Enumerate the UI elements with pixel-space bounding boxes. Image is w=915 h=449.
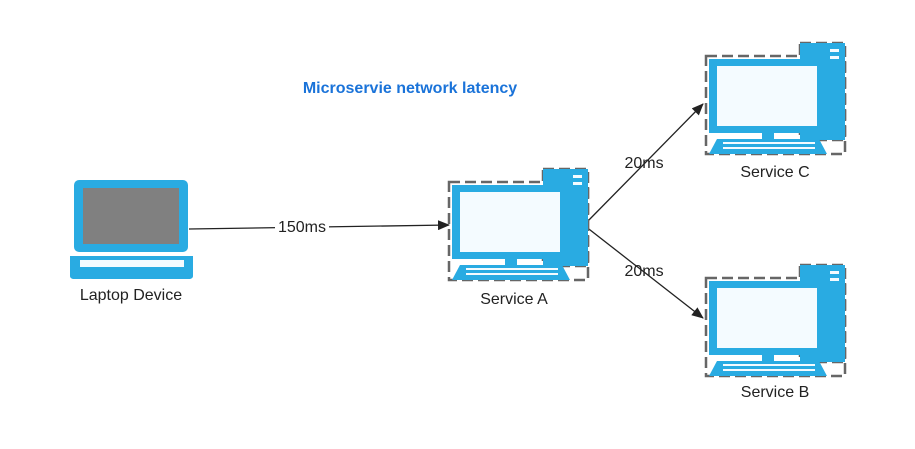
- node-laptop-device: Laptop Device: [70, 180, 193, 304]
- edge-laptop-to-service-a: 150ms: [188, 216, 450, 236]
- edge-line: [584, 225, 704, 319]
- edge-label-latency: 20ms: [624, 155, 663, 172]
- node-service-a: Service A: [447, 167, 590, 308]
- edge-line: [584, 103, 704, 225]
- desktop-computer-icon: [447, 167, 590, 282]
- desktop-computer-icon: [704, 263, 847, 378]
- diagram-title: Microservie network latency: [303, 80, 517, 97]
- node-label: Laptop Device: [80, 287, 182, 304]
- node-label: Service A: [480, 291, 548, 308]
- edge-label-bg: [275, 216, 329, 236]
- edge-label-latency: 150ms: [278, 219, 326, 236]
- node-label: Service B: [741, 384, 809, 401]
- node-service-b: Service B: [704, 263, 847, 401]
- edge-label-latency: 20ms: [624, 263, 663, 280]
- node-label: Service C: [740, 164, 809, 181]
- node-service-c: Service C: [704, 41, 847, 181]
- edge-service-a-to-service-b: 20ms: [584, 225, 704, 319]
- desktop-computer-icon: [704, 41, 847, 156]
- edge-service-a-to-service-c: 20ms: [584, 103, 704, 225]
- laptop-icon: [70, 180, 193, 279]
